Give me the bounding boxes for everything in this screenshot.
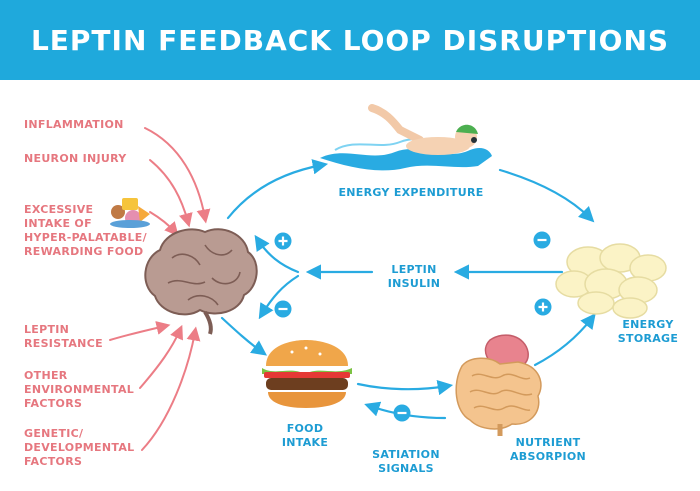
arrow-genetic bbox=[141, 326, 201, 451]
node-nutrient-absorption: NUTRIENT ABSORPION bbox=[509, 436, 587, 463]
node-energy-storage: ENERGY STORAGE bbox=[617, 318, 679, 345]
burger-icon bbox=[262, 340, 352, 408]
node-satiation-signals: SATIATION SIGNALS bbox=[372, 448, 440, 475]
factor-neuron-injury: NEURON INJURY bbox=[24, 152, 127, 165]
arrow-food-to-nutrient bbox=[356, 379, 454, 396]
fat-cells-icon bbox=[555, 243, 667, 319]
arrow-excessive-intake bbox=[149, 211, 179, 237]
minus-badge-upper-right bbox=[533, 231, 551, 249]
factor-leptin-resistance: LEPTIN RESISTANCE bbox=[24, 323, 103, 350]
arrow-leptin-resistance bbox=[109, 321, 171, 341]
node-leptin-insulin: LEPTIN INSULIN bbox=[387, 263, 441, 290]
node-food-intake: FOOD INTAKE bbox=[281, 422, 329, 449]
arrow-brain-to-expenditure bbox=[226, 159, 329, 220]
arrow-other-environmental bbox=[139, 324, 183, 389]
arrow-expenditure-to-storage bbox=[498, 168, 595, 223]
brain-icon bbox=[144, 228, 258, 335]
arrow-brain-to-food bbox=[220, 316, 268, 356]
factor-inflammation: INFLAMMATION bbox=[24, 118, 124, 131]
title-banner: LEPTIN FEEDBACK LOOP DISRUPTIONS bbox=[0, 0, 700, 80]
arrow-inflammation bbox=[144, 127, 211, 224]
node-energy-expenditure: ENERGY EXPENDITURE bbox=[338, 186, 484, 199]
minus-badge-bottom bbox=[393, 404, 411, 422]
arrow-neuron-injury bbox=[149, 159, 193, 228]
swimmer-icon bbox=[320, 104, 492, 171]
factor-other-environmental: OTHER ENVIRONMENTAL FACTORS bbox=[24, 369, 135, 410]
factor-genetic: GENETIC/ DEVELOPMENTAL FACTORS bbox=[24, 427, 135, 468]
snack-food-icon bbox=[110, 198, 150, 228]
factor-excessive-intake: EXCESSIVE INTAKE OF HYPER-PALATABLE/ REW… bbox=[24, 203, 147, 258]
arrow-nutrient-to-storage bbox=[533, 313, 596, 367]
page-title: LEPTIN FEEDBACK LOOP DISRUPTIONS bbox=[30, 23, 670, 57]
plus-badge-upper-left bbox=[274, 232, 292, 250]
minus-badge-lower-left bbox=[274, 300, 292, 318]
arrow-minus-to-brain bbox=[258, 274, 300, 320]
arrow-plus-to-brain bbox=[254, 234, 300, 274]
plus-badge-lower-right bbox=[534, 298, 552, 316]
digestive-system-icon bbox=[455, 334, 542, 436]
